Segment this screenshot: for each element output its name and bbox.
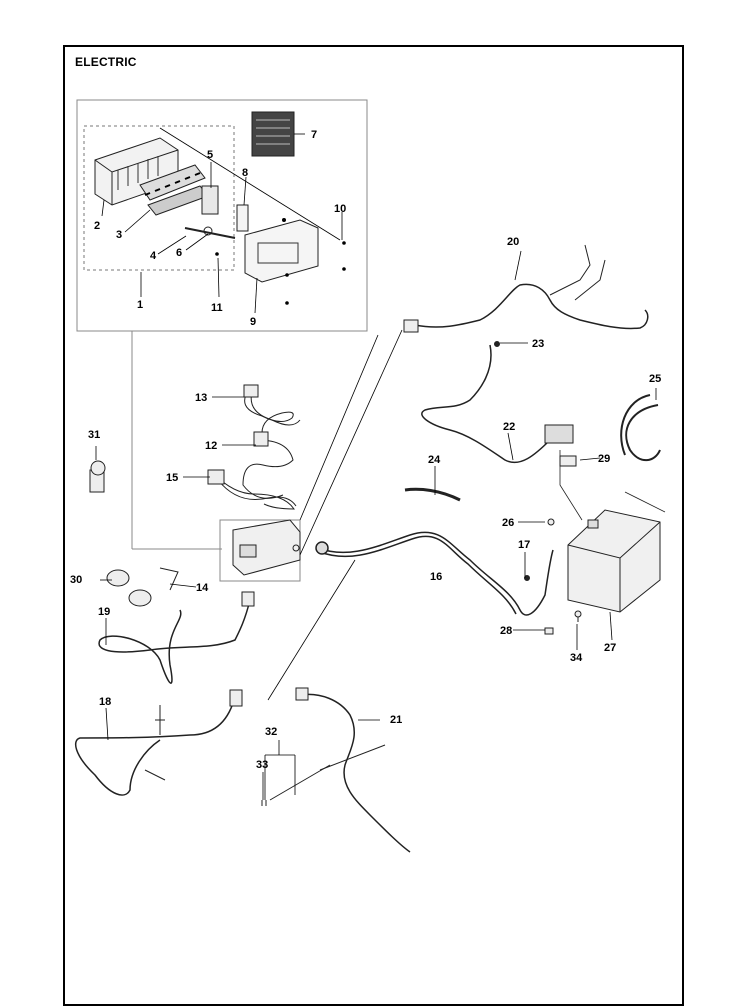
callout-11: 11 bbox=[211, 302, 223, 314]
callout-2: 2 bbox=[94, 220, 100, 232]
callout-labels: 2 3 4 6 5 8 7 10 1 11 9 20 23 25 13 31 1… bbox=[70, 129, 661, 771]
callout-34: 34 bbox=[570, 652, 583, 664]
callout-5: 5 bbox=[207, 149, 213, 161]
callout-29: 29 bbox=[598, 453, 610, 465]
leader-lines bbox=[95, 250, 657, 800]
callout-26: 26 bbox=[502, 517, 514, 529]
callout-28: 28 bbox=[500, 625, 512, 637]
callout-20: 20 bbox=[507, 236, 519, 248]
callout-8: 8 bbox=[242, 167, 248, 179]
callout-1: 1 bbox=[137, 299, 143, 311]
callout-32: 32 bbox=[265, 726, 277, 738]
callout-7: 7 bbox=[311, 129, 317, 141]
diagram-frame bbox=[63, 45, 684, 1006]
callout-19: 19 bbox=[98, 606, 110, 618]
harnesses-18-19 bbox=[74, 591, 255, 796]
harness-22 bbox=[421, 344, 574, 464]
callout-4: 4 bbox=[150, 250, 157, 262]
inset-leaders bbox=[101, 127, 343, 314]
cable-24 bbox=[404, 487, 461, 502]
callout-24: 24 bbox=[428, 454, 441, 466]
adapter-harnesses bbox=[207, 384, 301, 510]
callout-33: 33 bbox=[256, 759, 268, 771]
callout-15: 15 bbox=[166, 472, 178, 484]
callout-23: 23 bbox=[532, 338, 544, 350]
callout-31: 31 bbox=[88, 429, 100, 441]
page-title: ELECTRIC bbox=[75, 55, 137, 69]
callout-25: 25 bbox=[649, 373, 661, 385]
callout-16: 16 bbox=[430, 571, 442, 583]
callout-12: 12 bbox=[205, 440, 217, 452]
callout-6: 6 bbox=[176, 247, 182, 259]
control-box-inset bbox=[76, 99, 368, 550]
cable-25 bbox=[620, 394, 661, 462]
callout-27: 27 bbox=[604, 642, 616, 654]
harness-20 bbox=[403, 244, 649, 333]
callout-17: 17 bbox=[518, 539, 530, 551]
harness-21 bbox=[269, 687, 411, 853]
small-parts bbox=[89, 341, 582, 806]
callout-13: 13 bbox=[195, 392, 207, 404]
callout-3: 3 bbox=[116, 229, 122, 241]
callout-18: 18 bbox=[99, 696, 111, 708]
callout-10: 10 bbox=[334, 203, 346, 215]
callout-14: 14 bbox=[196, 582, 209, 594]
callout-30: 30 bbox=[70, 574, 82, 586]
callout-9: 9 bbox=[250, 316, 256, 328]
callout-21: 21 bbox=[390, 714, 402, 726]
battery bbox=[559, 450, 666, 613]
harness-16 bbox=[315, 531, 554, 616]
callout-22: 22 bbox=[503, 421, 515, 433]
main-module bbox=[219, 519, 301, 582]
